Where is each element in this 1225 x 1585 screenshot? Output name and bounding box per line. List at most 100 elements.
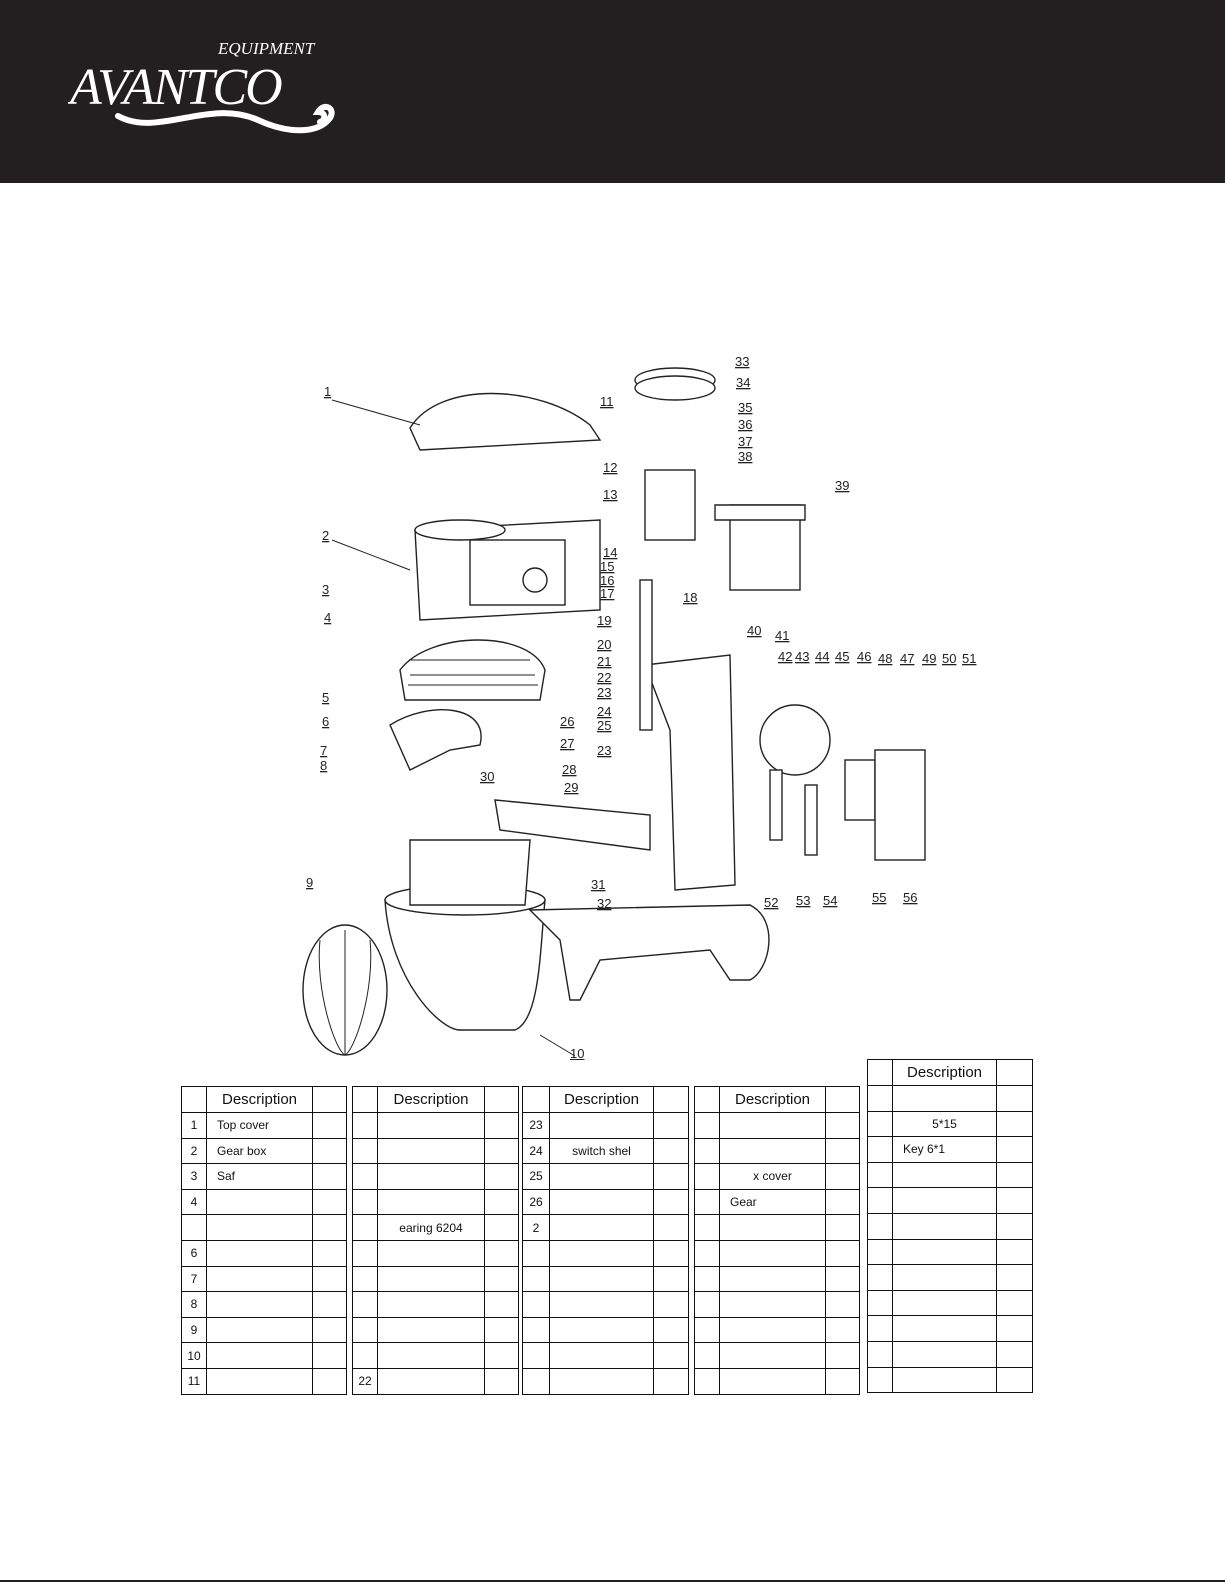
item-qty: [484, 1291, 519, 1318]
table-row: [352, 1239, 519, 1267]
item-number: 24: [522, 1137, 550, 1165]
item-description: [719, 1112, 826, 1139]
item-qty: [825, 1137, 860, 1165]
item-number: [352, 1239, 378, 1267]
item-qty: [653, 1367, 689, 1395]
svg-text:19: 19: [597, 613, 611, 628]
svg-text:6: 6: [322, 714, 329, 729]
item-description: [892, 1187, 997, 1214]
item-description: [549, 1239, 654, 1267]
item-description: [549, 1163, 654, 1190]
item-qty: [996, 1110, 1033, 1138]
item-qty: [653, 1112, 689, 1139]
item-qty: [484, 1239, 519, 1267]
svg-text:38: 38: [738, 449, 752, 464]
item-description: [549, 1112, 654, 1139]
table-row: [522, 1316, 689, 1344]
svg-text:10: 10: [570, 1046, 584, 1060]
svg-text:7: 7: [320, 743, 327, 758]
table-row: [867, 1187, 1033, 1214]
item-qty: [825, 1239, 860, 1267]
item-description: [549, 1291, 654, 1318]
table-row: [522, 1342, 689, 1369]
table-row: [352, 1265, 519, 1293]
table-row: 6: [181, 1239, 347, 1267]
item-description: [549, 1188, 654, 1216]
item-description: [719, 1316, 826, 1344]
table-header: Description: [206, 1086, 313, 1113]
item-number: [522, 1265, 550, 1293]
item-description: [206, 1342, 313, 1369]
part-shaft: [639, 579, 653, 731]
table-row: [867, 1315, 1033, 1342]
table-row: 7: [181, 1265, 347, 1293]
item-description: [377, 1316, 485, 1344]
logo-equipment-text: EQUIPMENT: [217, 39, 316, 58]
table-header: Description: [549, 1086, 654, 1113]
item-number: [181, 1214, 207, 1241]
item-description: [892, 1085, 997, 1112]
svg-text:13: 13: [603, 487, 617, 502]
table-row: 25: [522, 1163, 689, 1190]
part-electrical-box: [874, 749, 926, 861]
item-number: [867, 1238, 893, 1266]
svg-text:51: 51: [962, 651, 976, 666]
table-row: [352, 1112, 519, 1139]
table-row: [522, 1367, 689, 1395]
table-row: x cover: [694, 1163, 860, 1190]
item-number: [522, 1342, 550, 1369]
svg-text:5: 5: [322, 690, 329, 705]
svg-text:50: 50: [942, 651, 956, 666]
logo-swash: [115, 103, 335, 134]
item-qty: [825, 1163, 860, 1190]
item-description: [549, 1367, 654, 1395]
item-description: [719, 1367, 826, 1395]
item-number: [694, 1265, 720, 1293]
item-number: [352, 1291, 378, 1318]
item-description: [206, 1214, 313, 1241]
table-row: [867, 1264, 1033, 1291]
item-qty: [312, 1342, 347, 1369]
table-row: 10: [181, 1342, 347, 1369]
item-number: [867, 1161, 893, 1189]
item-description: [719, 1214, 826, 1241]
svg-text:37: 37: [738, 434, 752, 449]
item-qty: [653, 1265, 689, 1293]
svg-text:33: 33: [735, 354, 749, 369]
item-number: [694, 1367, 720, 1395]
item-qty: [996, 1238, 1033, 1266]
item-description: x cover: [719, 1163, 826, 1190]
svg-text:27: 27: [560, 736, 574, 751]
item-number: [522, 1367, 550, 1395]
item-number: [694, 1214, 720, 1241]
avantco-logo: EQUIPMENT AVANTCO: [68, 39, 335, 134]
item-number: [694, 1137, 720, 1165]
table-row: 11: [181, 1367, 347, 1395]
item-qty: [484, 1163, 519, 1190]
item-number: [352, 1137, 378, 1165]
item-number: 23: [522, 1112, 550, 1139]
table-header: Description: [377, 1086, 485, 1113]
table-row: [867, 1212, 1033, 1240]
item-description: 5*15: [892, 1110, 997, 1138]
item-description: [206, 1239, 313, 1267]
item-qty: [996, 1264, 1033, 1291]
item-number: [867, 1085, 893, 1112]
item-qty: [653, 1188, 689, 1216]
logo-avantco-text: AVANTCO: [68, 59, 282, 116]
item-description: Top cover: [206, 1112, 313, 1139]
table-row: [867, 1161, 1033, 1189]
part-switch-plate: [759, 704, 831, 776]
item-qty: [484, 1342, 519, 1369]
item-qty: [996, 1161, 1033, 1189]
item-description: [892, 1161, 997, 1189]
item-description: Gear: [719, 1188, 826, 1216]
table-row: [867, 1366, 1033, 1394]
item-description: [549, 1265, 654, 1293]
table-row: [352, 1137, 519, 1165]
item-number: [694, 1342, 720, 1369]
svg-text:23: 23: [597, 685, 611, 700]
item-qty: [825, 1214, 860, 1241]
